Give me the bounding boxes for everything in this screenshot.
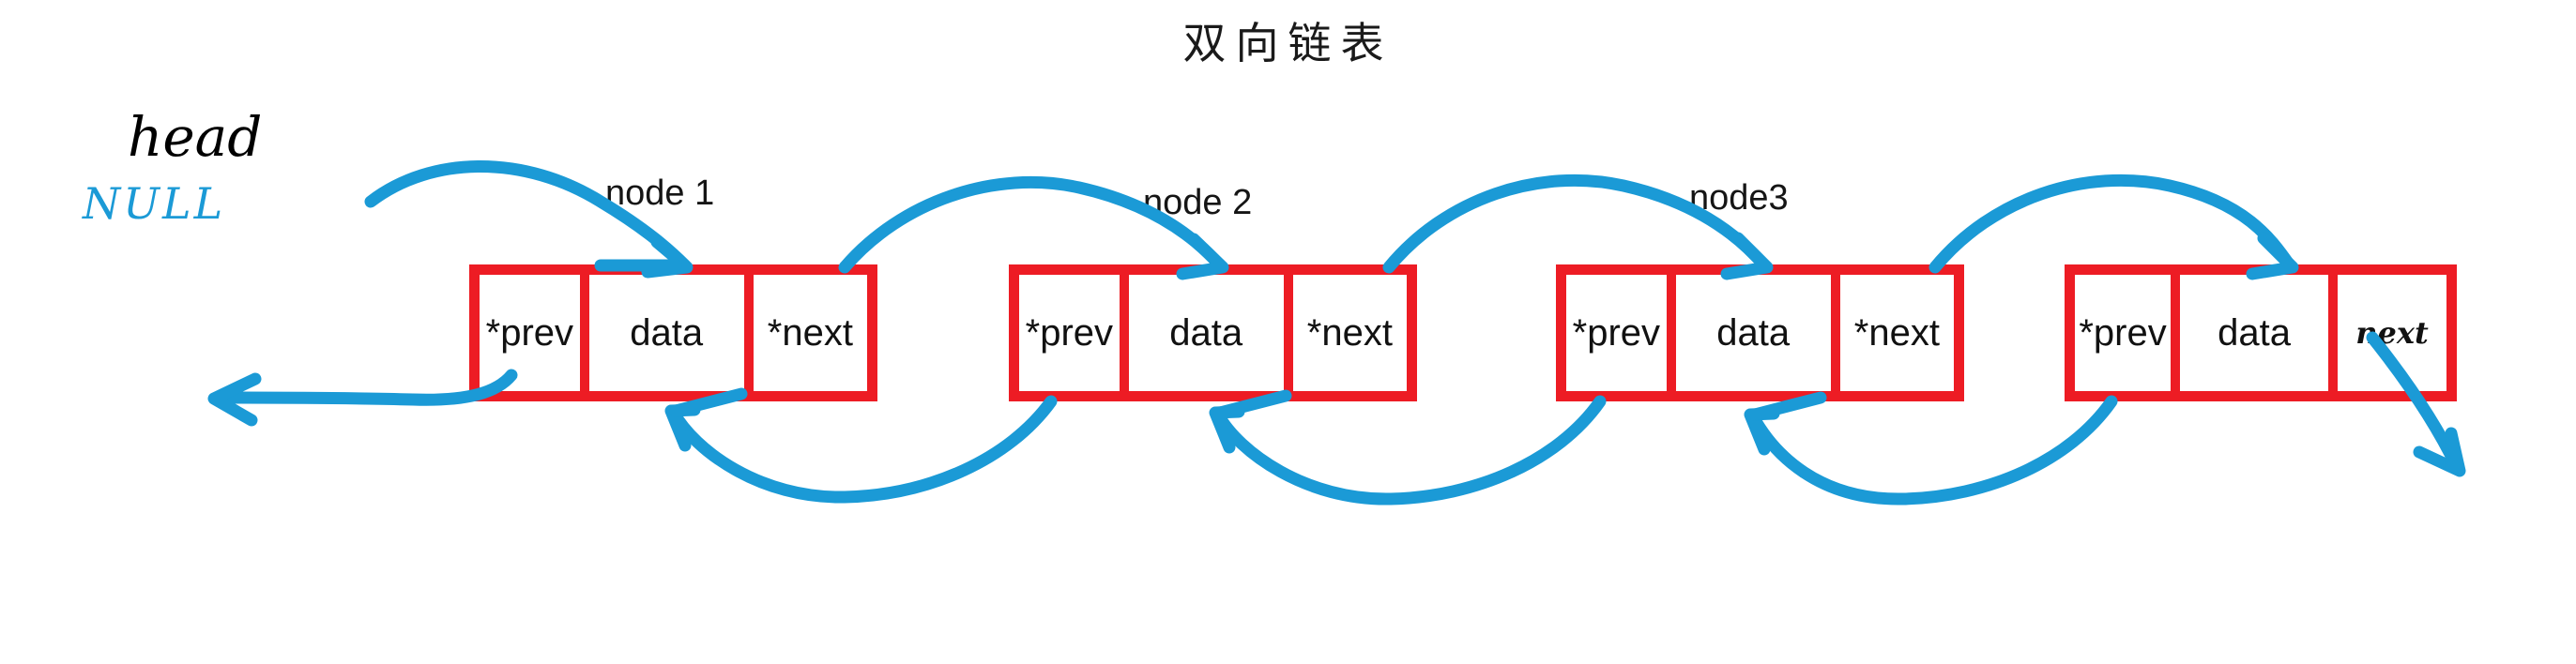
arrow-node3-next-to-node4 bbox=[1928, 174, 2296, 274]
node-box-3: *prev data *next bbox=[1556, 264, 1964, 401]
page-title: 双向链表 bbox=[1182, 18, 1394, 68]
node-2-data-cell: data bbox=[1119, 275, 1284, 391]
node-box-4: *prev data next bbox=[2065, 264, 2457, 401]
node-box-1: *prev data *next bbox=[469, 264, 877, 401]
arrow-node3-prev-to-node2 bbox=[1212, 395, 1607, 506]
node-1-data-cell: data bbox=[579, 275, 744, 391]
arrow-node4-prev-to-node3-tip bbox=[1744, 407, 1780, 456]
arrow-node2-prev-to-node1-tip bbox=[664, 403, 701, 452]
head-label: head bbox=[128, 105, 263, 169]
null-label-left: NULL bbox=[83, 178, 226, 229]
node-1-prev-cell: *prev bbox=[480, 275, 580, 391]
node-caption-1: node 1 bbox=[605, 174, 715, 213]
node-3-next-cell: *next bbox=[1830, 275, 1954, 391]
arrow-node2-prev-to-node1 bbox=[667, 395, 1058, 504]
node-2-next-cell: *next bbox=[1283, 275, 1407, 391]
node-4-prev-cell: *prev bbox=[2075, 275, 2172, 391]
arrow-node4-next-to-null-tip bbox=[2413, 427, 2466, 477]
arrow-node3-prev-to-node2-tip bbox=[1209, 405, 1245, 454]
node-4-data-cell: data bbox=[2171, 275, 2328, 391]
node-3-prev-cell: *prev bbox=[1566, 275, 1667, 391]
node-caption-2: node 2 bbox=[1143, 183, 1253, 222]
arrow-node1-prev-to-null bbox=[211, 369, 518, 406]
node-1-next-cell: *next bbox=[743, 275, 867, 391]
arrow-node4-prev-to-node3 bbox=[1746, 395, 2118, 506]
node-4-next-cell: next bbox=[2327, 275, 2446, 391]
node-2-prev-cell: *prev bbox=[1019, 275, 1120, 391]
node-caption-3: node3 bbox=[1689, 178, 1789, 218]
arrow-node1-prev-to-null-tip bbox=[207, 372, 262, 427]
node-box-2: *prev data *next bbox=[1009, 264, 1417, 401]
node-3-data-cell: data bbox=[1666, 275, 1831, 391]
